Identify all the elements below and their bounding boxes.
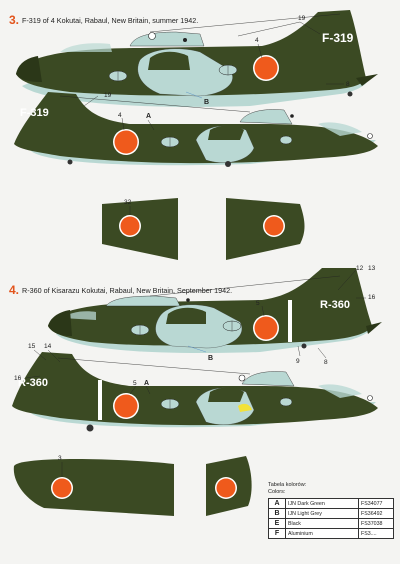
profile-4-callout-B: B [208, 355, 213, 362]
profile-3-callout-19-b: 19 [104, 92, 112, 99]
legend-color-name: IJN Light Grey [285, 508, 359, 519]
profile-3-callout-8: 8 [346, 81, 350, 88]
legend-color-code: FS36492 [358, 508, 394, 519]
profile-3-callout-19-a: 19 [298, 15, 306, 22]
profile-4-callout-5-b: 5 [133, 380, 137, 387]
profile-3-callout-4-b: 4 [118, 112, 122, 119]
legend-row: B IJN Light Grey FS36492 [268, 508, 394, 519]
legend-key: A [268, 498, 286, 509]
profile-4-registration-2: R-360 [18, 377, 48, 389]
legend-row: E Black FS37038 [268, 518, 394, 529]
legend-row: F Aluminium FS3.... [268, 528, 394, 539]
profile-4-wing-right [206, 456, 252, 516]
profile-4-callout-5-a: 5 [256, 300, 260, 307]
legend-color-name: IJN Dark Green [285, 498, 359, 509]
profile-4-callout-16-b: 16 [14, 375, 22, 382]
legend-row: A IJN Dark Green FS34077 [268, 498, 394, 509]
profile-4-callout-A: A [144, 380, 149, 387]
legend-color-code: FS34077 [358, 498, 394, 509]
profile-4-caption: 4.R-360 of Kisarazu Kokutai, Rabaul, New… [9, 283, 232, 297]
legend-subtitle: Colors: [268, 489, 286, 495]
profile-4-wing-callout: 3 [58, 455, 62, 462]
profile-4-side-view-1: R-360 12 13 5 16 9 8 B [48, 265, 382, 366]
profile-3-number: 3. [9, 13, 20, 27]
profile-3-callout-4-a: 4 [255, 37, 259, 44]
profile-3-caption-text: F-319 of 4 Kokutai, Rabaul, New Britain,… [22, 16, 199, 25]
legend-table: A IJN Dark Green FS34077 B IJN Light Gre… [268, 498, 394, 539]
profile-3-wing-callout: 32 [124, 199, 132, 206]
profile-4-callout-13: 13 [368, 265, 376, 272]
legend-key: B [268, 508, 286, 519]
profile-4-caption-text: R-360 of Kisarazu Kokutai, Rabaul, New B… [22, 286, 233, 295]
profile-3-wing-left: 32 [102, 198, 178, 260]
profile-4-callout-14: 14 [44, 343, 52, 350]
profile-3-caption: 3.F-319 of 4 Kokutai, Rabaul, New Britai… [9, 13, 198, 27]
profile-3-callout-B-a: B [204, 99, 209, 106]
profile-4-wing-left: 3 [13, 455, 174, 516]
color-legend: Tabela kolorów: Colors: A IJN Dark Green… [268, 482, 394, 539]
profile-3-side-view-1: F-319 19 4 8 B [16, 10, 378, 107]
profile-3-wing-right [226, 198, 305, 260]
profile-4-callout-15: 15 [28, 343, 36, 350]
profile-4-side-view-2: R-360 15 14 16 5 A [12, 343, 378, 432]
profile-3-callout-A: A [146, 113, 151, 120]
legend-color-code: FS37038 [358, 518, 394, 529]
legend-color-code: FS3.... [358, 528, 394, 539]
legend-color-name: Aluminium [285, 528, 359, 539]
profile-4-callout-16-a: 16 [368, 294, 376, 301]
legend-key: E [268, 518, 286, 529]
profile-3-side-view-2: F-319 19 A 4 [14, 92, 378, 167]
profile-3-registration-2: F-319 [20, 107, 49, 119]
profile-4-registration-1: R-360 [320, 299, 350, 311]
legend-color-name: Black [285, 518, 359, 529]
legend-key: F [268, 528, 286, 539]
profile-3-registration-1: F-319 [322, 31, 354, 45]
legend-title: Tabela kolorów: [268, 482, 307, 488]
profile-4-number: 4. [9, 283, 20, 297]
profile-4-callout-12: 12 [356, 265, 364, 272]
profile-4-callout-8: 8 [324, 359, 328, 366]
profile-4-callout-9: 9 [296, 358, 300, 365]
